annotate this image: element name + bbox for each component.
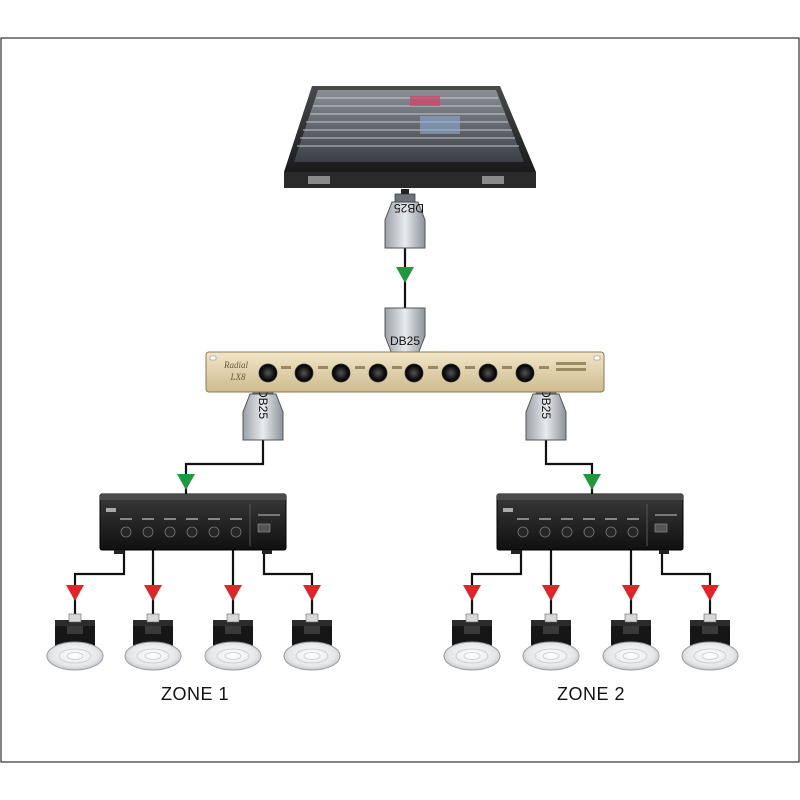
- arrow-down-icon: [701, 585, 719, 601]
- db25-label-zone1: DB25: [256, 389, 270, 419]
- arrow-down-icon: [66, 585, 84, 601]
- splitter-rack-icon: Radial LX8: [205, 351, 605, 393]
- speaker-arrows: [66, 585, 719, 601]
- arrow-down-icon: [622, 585, 640, 601]
- arrow-down-icon: [542, 585, 560, 601]
- arrow-down-icon: [583, 474, 601, 490]
- db25-connector-zone2: DB25: [525, 380, 567, 441]
- db25-connector-splitter-in: DB25: [384, 307, 426, 368]
- zone-1-label: ZONE 1: [161, 684, 230, 704]
- arrow-down-icon: [224, 585, 242, 601]
- arrow-down-icon: [303, 585, 321, 601]
- splitter-model: LX8: [229, 372, 246, 382]
- mixing-console-icon: [284, 86, 536, 188]
- zone-2-label: ZONE 2: [557, 684, 626, 704]
- amplifier-zone1-icon: [99, 493, 287, 555]
- ceiling-speaker-icon: [204, 613, 262, 671]
- arrow-down-icon: [396, 267, 414, 283]
- splitter-brand: Radial: [223, 360, 248, 370]
- db25-connector-zone1: DB25: [242, 380, 284, 441]
- arrow-down-icon: [144, 585, 162, 601]
- arrow-down-icon: [463, 585, 481, 601]
- db25-label-splitter-in: DB25: [390, 334, 420, 348]
- ceiling-speaker-icon: [46, 613, 104, 671]
- ceiling-speaker-icon: [283, 613, 341, 671]
- ceiling-speaker-icon: [681, 613, 739, 671]
- ceiling-speaker-icon: [522, 613, 580, 671]
- ceiling-speaker-icon: [443, 613, 501, 671]
- ceiling-speaker-icon: [602, 613, 660, 671]
- ceiling-speaker-icon: [124, 613, 182, 671]
- signal-arrows: [177, 267, 601, 490]
- amplifier-zone2-icon: [496, 493, 684, 555]
- db25-label-zone2: DB25: [539, 389, 553, 419]
- db25-connector-console: DB25: [384, 188, 426, 249]
- arrow-down-icon: [177, 474, 195, 490]
- db25-label-console: DB25: [394, 201, 424, 215]
